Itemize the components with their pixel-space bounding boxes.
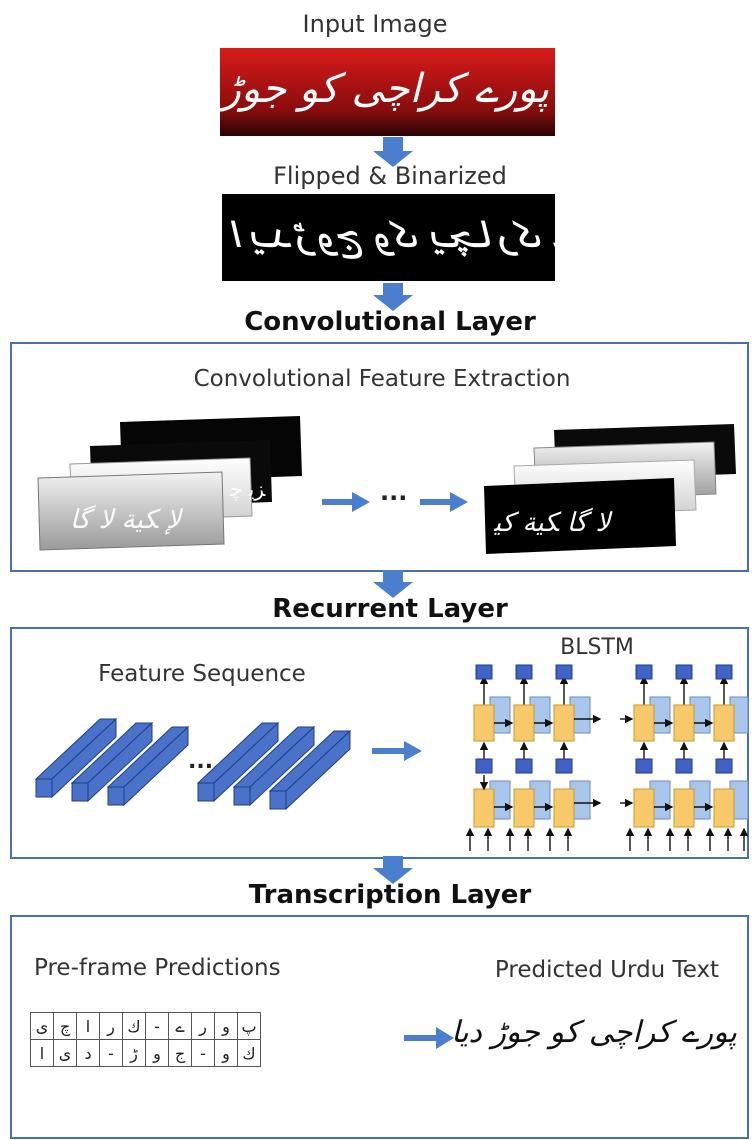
recurrent-layer-heading: Recurrent Layer: [272, 594, 508, 624]
pred-cell: ی: [30, 1012, 54, 1040]
transcription-panel: Pre-frame Predictions Predicted Urdu Tex…: [10, 915, 749, 1139]
down-arrow-2: [373, 283, 413, 311]
transcription-layer-heading: Transcription Layer: [248, 880, 532, 910]
input-image: پورے کراچی کو جوڑ دیا: [220, 48, 555, 136]
svg-text:ﻹ ﻜﯿﺔ ﻻ ﮔﺎ: ﻹ ﻜﯿﺔ ﻻ ﮔﺎ: [70, 504, 184, 535]
transcription-arrow: [404, 1027, 454, 1049]
predicted-text-label: Predicted Urdu Text: [494, 957, 720, 983]
conv-arrow-2: [420, 492, 468, 512]
prediction-row-1: ی چ ا ر ك - ے ر و پ: [30, 1012, 261, 1040]
feature-sequence-label: Feature Sequence: [98, 661, 306, 687]
pred-cell: ر: [191, 1012, 215, 1040]
pred-cell: ر: [99, 1012, 123, 1040]
pred-cell: ك: [237, 1039, 261, 1067]
blstm-label: BLSTM: [560, 635, 634, 660]
svg-text:ﺰﻳ ﭼ: ﺰﻳ ﭼ: [229, 477, 266, 501]
pred-cell: و: [145, 1039, 169, 1067]
pred-cell: و: [214, 1039, 238, 1067]
pred-cell: ا: [76, 1012, 100, 1040]
pred-cell: ج: [168, 1039, 192, 1067]
input-image-label: Input Image: [302, 10, 448, 38]
feature-map-stack-right: ﻻ ﮔﺎ ﻜﯿﺔ ﮐﯿ: [484, 424, 736, 554]
feature-sequence-ellipsis: ...: [188, 749, 214, 774]
pred-cell: -: [145, 1012, 169, 1040]
flipped-label: Flipped & Binarized: [273, 162, 507, 190]
convolutional-layer-heading: Convolutional Layer: [244, 307, 536, 337]
down-arrow-1: [373, 137, 413, 167]
preframe-label: Pre-frame Predictions: [34, 955, 281, 981]
pred-cell: پ: [237, 1012, 261, 1040]
predicted-urdu-text: پورے کراچی کو جوڑ دیا: [451, 1015, 737, 1050]
conv-arrow-1: [322, 492, 370, 512]
prediction-row-2: ا ی د - ڑ و ج - و ك: [30, 1039, 261, 1067]
pred-cell: -: [99, 1039, 123, 1067]
pred-cell: د: [76, 1039, 100, 1067]
pred-cell: ك: [122, 1012, 146, 1040]
blstm-diagram: [465, 664, 749, 851]
feature-sequence-bars: [34, 717, 352, 811]
pred-cell: -: [191, 1039, 215, 1067]
pred-cell: ے: [168, 1012, 192, 1040]
pred-cell: ی: [53, 1039, 77, 1067]
convolutional-panel: Convolutional Feature Extraction ﻹ ﻜﯿﺔ ﻻ…: [10, 342, 749, 572]
pred-cell: چ: [53, 1012, 77, 1040]
svg-text:ﻻ ﮔﺎ ﻜﯿﺔ ﮐﯿ: ﻻ ﮔﺎ ﻜﯿﺔ ﮐﯿ: [493, 507, 613, 538]
down-arrow-3: [373, 570, 413, 598]
input-image-text: پورے کراچی کو جوڑ دیا: [220, 66, 549, 112]
feature-map-stack-left: ﻹ ﻜﯿﺔ ﻻ ﮔﺎ ﺰﻳ ﭼ: [37, 416, 302, 551]
conv-ellipsis: ···: [380, 484, 408, 512]
pred-cell: و: [214, 1012, 238, 1040]
conv-feature-label: Convolutional Feature Extraction: [193, 366, 571, 392]
prediction-table: ی چ ا ر ك - ے ر و پ ا ی د - ڑ و ج - و ك: [30, 1012, 261, 1067]
recurrent-arrow: [372, 741, 422, 761]
down-arrow-4: [373, 856, 413, 884]
recurrent-panel: Feature Sequence ... BLSTM: [10, 627, 749, 859]
pred-cell: ا: [30, 1039, 54, 1067]
pred-cell: ڑ: [122, 1039, 146, 1067]
